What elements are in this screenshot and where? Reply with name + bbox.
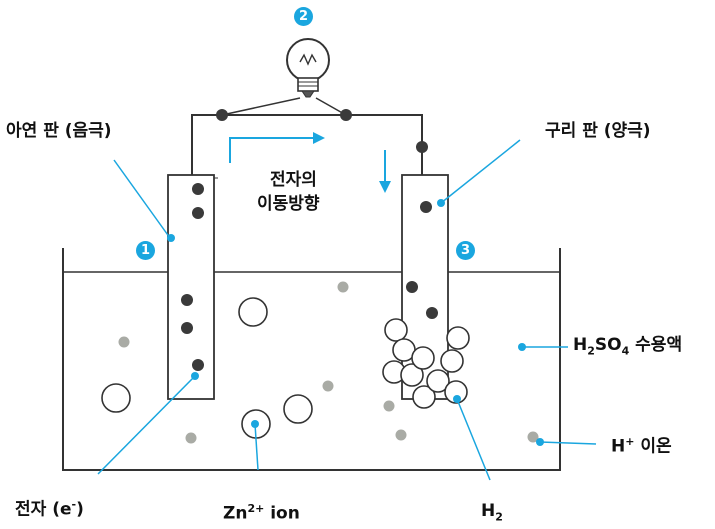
leader-dot [453, 395, 461, 403]
solution-sub2: 4 [621, 344, 630, 358]
h2-label: H2 [481, 501, 503, 524]
zn-ion-tail: ion [264, 503, 300, 524]
leader-dot [437, 199, 445, 207]
leader-zn [254, 423, 259, 471]
electron-label: 전자 (e-) [15, 499, 84, 519]
h-ion-label: H+ 이온 [611, 436, 672, 456]
zn-ion-label: Zn2+ ion [223, 503, 300, 523]
beaker [62, 248, 561, 471]
light-bulb-icon [286, 38, 330, 98]
electron [192, 359, 204, 371]
marker-3: 3 [456, 241, 475, 260]
electron [420, 201, 432, 213]
h2-sub: 2 [495, 510, 503, 524]
electron [192, 207, 204, 219]
flow-label-line1: 전자의 [270, 170, 317, 190]
electron [181, 294, 193, 306]
h2-main: H [481, 501, 496, 521]
leader-dot [167, 234, 175, 242]
leader-dot [251, 420, 259, 428]
electron-label-sup: - [71, 498, 77, 511]
h-ion-tail: 이온 [634, 436, 672, 457]
zn-ion-sup: 2+ [247, 502, 265, 515]
h-ion-main: H [611, 436, 626, 457]
anode-label: 아연 판 (음극) [6, 121, 112, 141]
leader-dot [518, 343, 526, 351]
solution-so: SO [594, 335, 622, 355]
solution-h: H [573, 335, 588, 355]
leader-anode [113, 159, 171, 239]
leader-hion [539, 441, 597, 445]
electron [181, 322, 193, 334]
electron-label-close: ) [76, 499, 84, 520]
bulb-lead-left [221, 97, 301, 116]
wire [191, 114, 423, 175]
zinc-plate [167, 174, 215, 400]
solution-label: H2SO4 수용액 [573, 335, 683, 358]
h2-bubbles [382, 318, 470, 409]
electron [192, 183, 204, 195]
flow-arrow-down [379, 150, 391, 193]
wire-electron [340, 109, 352, 121]
h-ions [118, 281, 539, 444]
leader-cathode [440, 139, 521, 204]
solution-sub1: 2 [587, 344, 595, 358]
electron [406, 281, 418, 293]
wire-electron [216, 109, 228, 121]
flow-arrow-right [229, 132, 325, 163]
marker-2: 2 [294, 7, 313, 26]
marker-1: 1 [136, 241, 155, 260]
cathode-label: 구리 판 (양극) [545, 121, 651, 141]
leader-electron [97, 375, 196, 475]
wire-electron [416, 141, 428, 153]
leader-dot [536, 438, 544, 446]
electron [426, 307, 438, 319]
flow-label-line2: 이동방향 [257, 194, 320, 214]
zn-ion-main: Zn [223, 503, 248, 524]
leader-h2 [456, 398, 491, 481]
solution-tail: 수용액 [629, 335, 683, 355]
h-ion-sup: + [625, 435, 635, 448]
electron-label-main: 전자 (e [15, 499, 72, 520]
leader-dot [191, 372, 199, 380]
